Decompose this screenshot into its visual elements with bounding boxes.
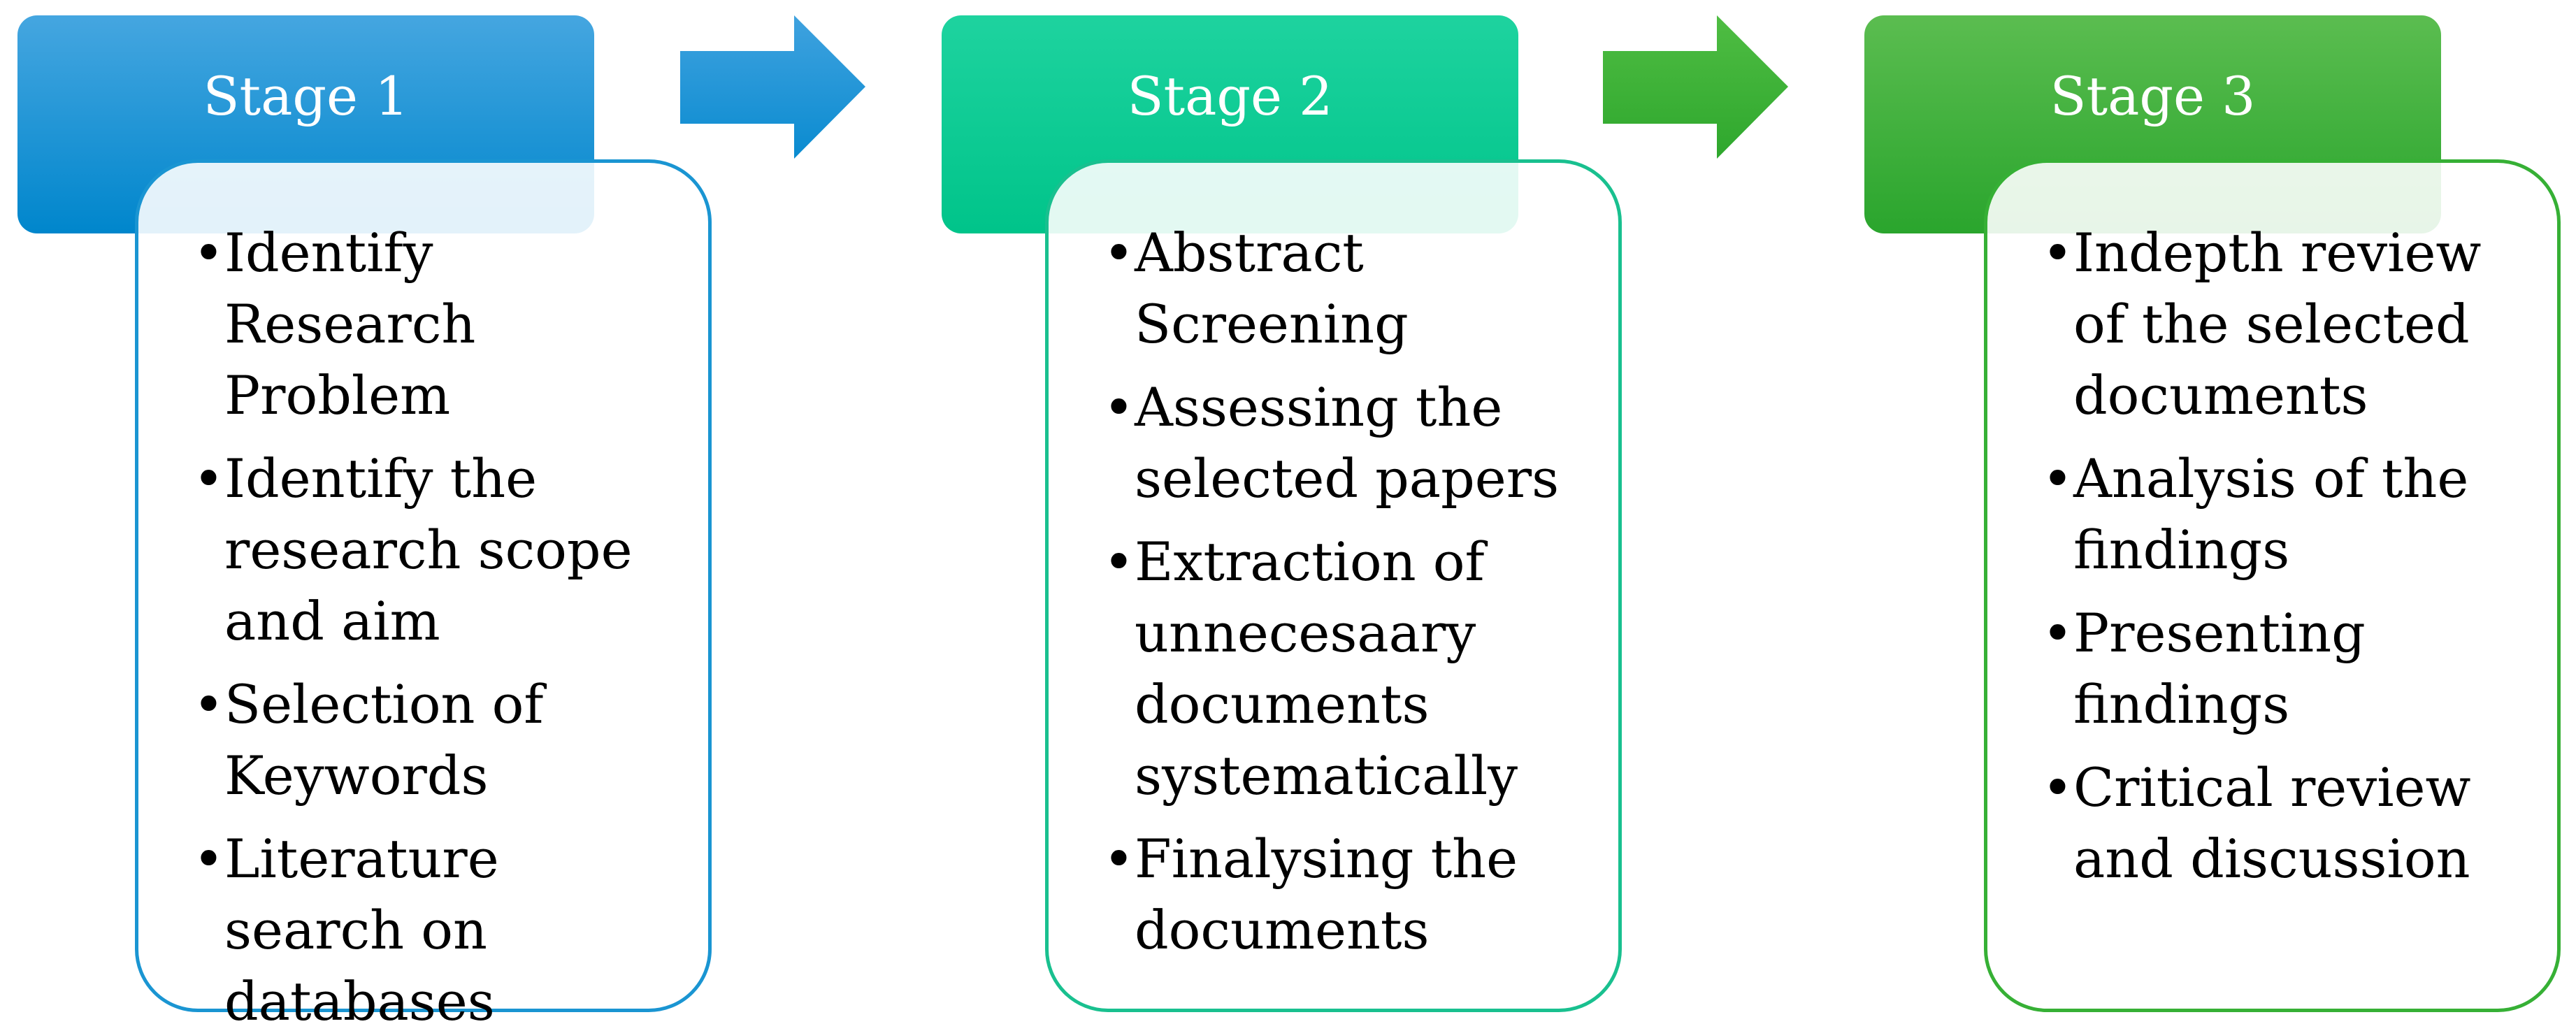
stage-2-item-2-text: Assessing the selected papers [1135,376,1560,510]
bullet-icon: • [2042,447,2073,510]
stage-3-item-4-text: Critical review and discussion [2073,756,2471,890]
stage-1-item: •Identify the research scope and aim [193,443,694,657]
stage-2-item-3-text: Extraction of unnecesaary documents syst… [1135,531,1518,807]
bullet-icon: • [2042,602,2073,664]
stage-1-item-2-text: Identify the research scope and aim [224,447,633,652]
stage-2-item: •Assessing the selected papers [1103,372,1604,514]
stage-1-box: •Identify Research Problem •Identify the… [135,159,712,1031]
stage-1-item-3-text: Selection of Keywords [224,673,544,807]
bullet-icon: • [1103,828,1135,890]
bullet-icon: • [2042,222,2073,284]
bullet-icon: • [193,447,224,510]
arrow-right-icon [680,15,865,159]
stage-1-item-1-text: Identify Research Problem [224,222,476,426]
stage-1-item: •Selection of Keywords [193,669,694,812]
arrow-right-icon [1603,15,1788,159]
stage-3-box: •Indepth review of the selected document… [1984,159,2561,1012]
stage-2-item-4-text: Finalysing the documents [1135,828,1518,961]
stage-2-item-1-text: Abstract Screening [1135,222,1409,355]
stage-3-item: •Analysis of the findings [2042,443,2543,586]
stage-2-title: Stage 2 [1127,65,1333,127]
stage-2-item: •Extraction of unnecesaary documents sys… [1103,526,1604,812]
stage-2-item: •Abstract Screening [1103,217,1604,360]
stage-2-box: •Abstract Screening •Assessing the selec… [1045,159,1622,1012]
bullet-icon: • [1103,222,1135,284]
stage-3-item-2-text: Analysis of the findings [2073,447,2469,581]
stage-3-item-1-text: Indepth review of the selected documents [2073,222,2482,426]
bullet-icon: • [1103,531,1135,593]
bullet-icon: • [193,828,224,890]
bullet-icon: • [193,222,224,284]
stage-1-item-4-text: Literature search on databases [224,828,499,1031]
bullet-icon: • [193,673,224,735]
stage-3-item-3-text: Presenting findings [2073,602,2366,735]
stage-1-item: •Literature search on databases [193,823,694,1031]
bullet-icon: • [1103,376,1135,438]
stage-2-item: •Finalysing the documents [1103,823,1604,966]
stage-1-title: Stage 1 [203,65,409,127]
stage-3-item: •Critical review and discussion [2042,752,2543,895]
stage-1-item: •Identify Research Problem [193,217,694,431]
stage-3-item: •Presenting findings [2042,598,2543,740]
bullet-icon: • [2042,756,2073,819]
stage-3-item: •Indepth review of the selected document… [2042,217,2543,431]
stage-3-title: Stage 3 [2050,65,2256,127]
